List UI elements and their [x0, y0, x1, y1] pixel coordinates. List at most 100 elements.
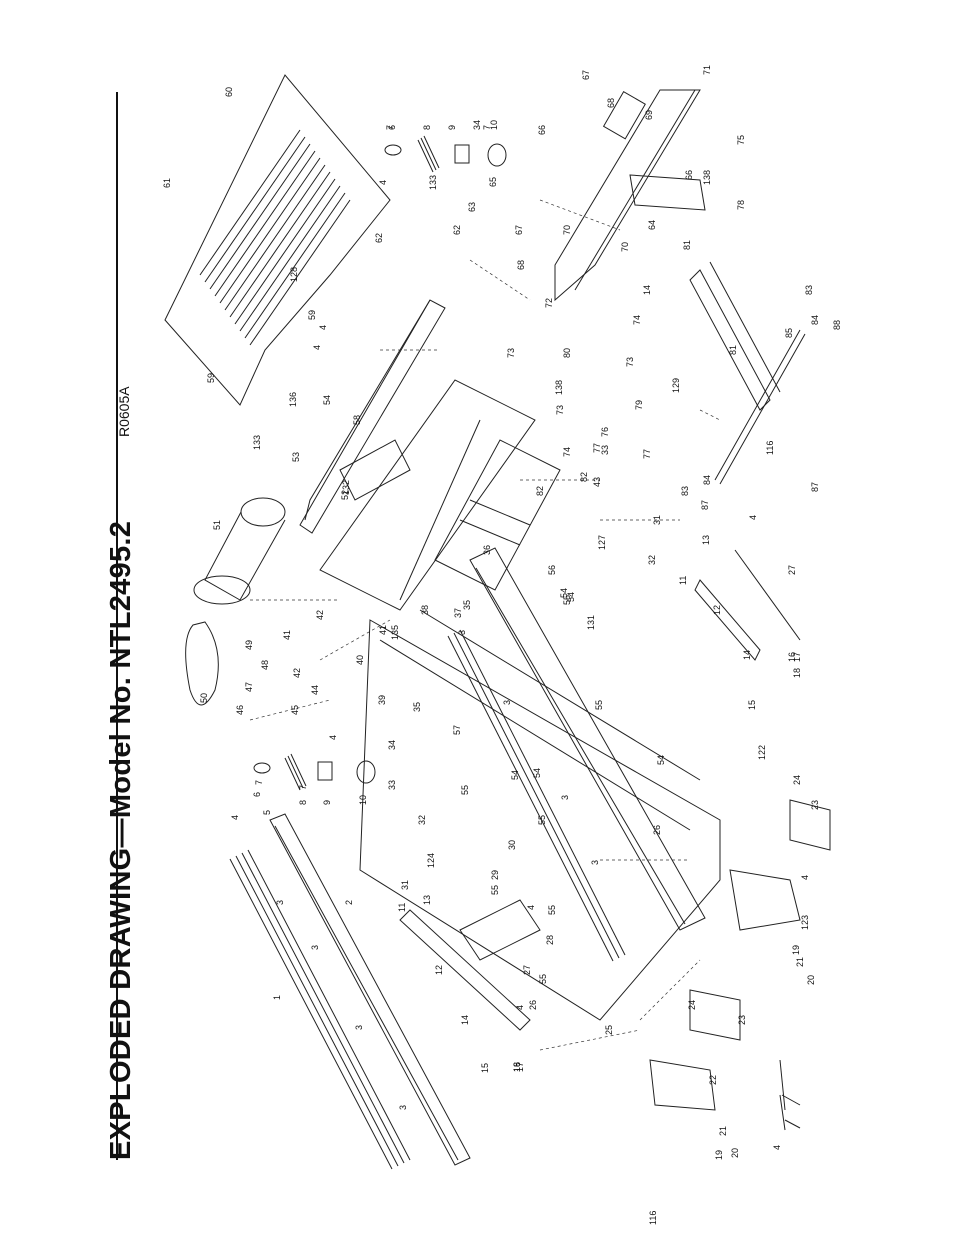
callout-7: 7: [385, 125, 395, 130]
callout-73: 73: [506, 348, 516, 358]
callout-135: 135: [390, 625, 400, 640]
callout-82: 82: [535, 486, 545, 496]
incline-arms: [399, 549, 801, 1031]
callout-13: 13: [422, 895, 432, 905]
callout-50: 50: [199, 693, 209, 703]
callout-10: 10: [358, 795, 368, 805]
drive-belt: [185, 621, 219, 706]
callout-84: 84: [702, 475, 712, 485]
treadmill-frame: [319, 379, 721, 1021]
callout-71: 71: [702, 65, 712, 75]
callout-8: 8: [422, 125, 432, 130]
callout-133: 133: [252, 435, 262, 450]
callout-12: 12: [434, 965, 444, 975]
callout-66: 66: [684, 170, 694, 180]
callout-55: 55: [460, 785, 470, 795]
callout-44: 44: [310, 685, 320, 695]
callout-77: 77: [642, 449, 652, 459]
callout-46: 46: [235, 705, 245, 715]
callout-124: 124: [426, 853, 436, 868]
callout-4: 4: [230, 815, 240, 820]
callout-3: 3: [560, 795, 570, 800]
callout-79: 79: [634, 400, 644, 410]
callout-54: 54: [566, 592, 576, 602]
callout-55: 55: [537, 815, 547, 825]
callout-41: 41: [378, 625, 388, 635]
callout-31: 31: [652, 515, 662, 525]
callout-69: 69: [644, 110, 654, 120]
callout-42: 42: [292, 668, 302, 678]
callout-33: 33: [600, 445, 610, 455]
callout-123: 123: [800, 915, 810, 930]
callout-2: 2: [344, 900, 354, 905]
callout-34: 34: [387, 740, 397, 750]
callout-70: 70: [562, 225, 572, 235]
callout-68: 68: [516, 260, 526, 270]
callout-73: 73: [625, 357, 635, 367]
callout-34: 34: [472, 120, 482, 130]
callout-65: 65: [488, 177, 498, 187]
callout-12: 12: [712, 605, 722, 615]
callout-51: 51: [212, 520, 222, 530]
callout-83: 83: [680, 486, 690, 496]
left-upright: [689, 261, 806, 485]
callout-4: 4: [312, 345, 322, 350]
callout-87: 87: [810, 482, 820, 492]
rear-end-caps: [649, 799, 831, 1111]
callout-75: 75: [736, 135, 746, 145]
callout-74: 74: [632, 315, 642, 325]
callout-26: 26: [652, 825, 662, 835]
callout-6: 6: [387, 125, 397, 130]
callout-64: 64: [647, 220, 657, 230]
callout-20: 20: [730, 1148, 740, 1158]
callout-25: 25: [604, 1025, 614, 1035]
callout-14: 14: [742, 650, 752, 660]
leader-lines: [249, 199, 721, 1051]
callout-61: 61: [162, 178, 172, 188]
callout-28: 28: [545, 935, 555, 945]
callout-3: 3: [398, 1105, 408, 1110]
callout-136: 136: [288, 392, 298, 407]
callout-33: 33: [387, 780, 397, 790]
callout-58: 58: [352, 415, 362, 425]
callout-11: 11: [397, 903, 407, 912]
callout-138: 138: [702, 170, 712, 185]
callout-3: 3: [354, 1025, 364, 1030]
callout-24: 24: [687, 1000, 697, 1010]
callout-55: 55: [490, 885, 500, 895]
callout-116: 116: [765, 441, 775, 455]
callout-23: 23: [737, 1015, 747, 1025]
callout-17: 17: [792, 652, 802, 662]
callout-74: 74: [562, 447, 572, 457]
callout-73: 73: [555, 405, 565, 415]
callout-55: 55: [538, 974, 548, 984]
callout-55: 55: [562, 595, 572, 605]
callout-36: 36: [482, 545, 492, 555]
title-rule: [116, 92, 118, 1160]
callout-53: 53: [291, 452, 301, 462]
callout-35: 35: [462, 600, 472, 610]
callout-13: 13: [701, 535, 711, 545]
callout-87: 87: [700, 500, 710, 510]
callout-16: 16: [512, 1062, 522, 1072]
callout-67: 67: [581, 70, 591, 80]
callout-9: 9: [322, 800, 332, 805]
callout-30: 30: [507, 840, 517, 850]
accessory-rods: [779, 1059, 801, 1131]
hood-cover: [164, 74, 391, 406]
callout-76: 76: [600, 427, 610, 437]
side-rail-right: [447, 547, 706, 962]
callout-10: 10: [489, 120, 499, 130]
callout-15: 15: [747, 700, 757, 710]
callout-7: 7: [254, 780, 264, 785]
callout-4: 4: [748, 515, 758, 520]
right-upright: [554, 89, 706, 302]
callout-20: 20: [806, 975, 816, 985]
callout-32: 32: [647, 555, 657, 565]
callout-55: 55: [594, 700, 604, 710]
callout-23: 23: [810, 800, 820, 810]
callout-54: 54: [510, 770, 520, 780]
callout-40: 40: [355, 655, 365, 665]
callout-59: 59: [307, 310, 317, 320]
callout-52: 52: [340, 490, 350, 500]
